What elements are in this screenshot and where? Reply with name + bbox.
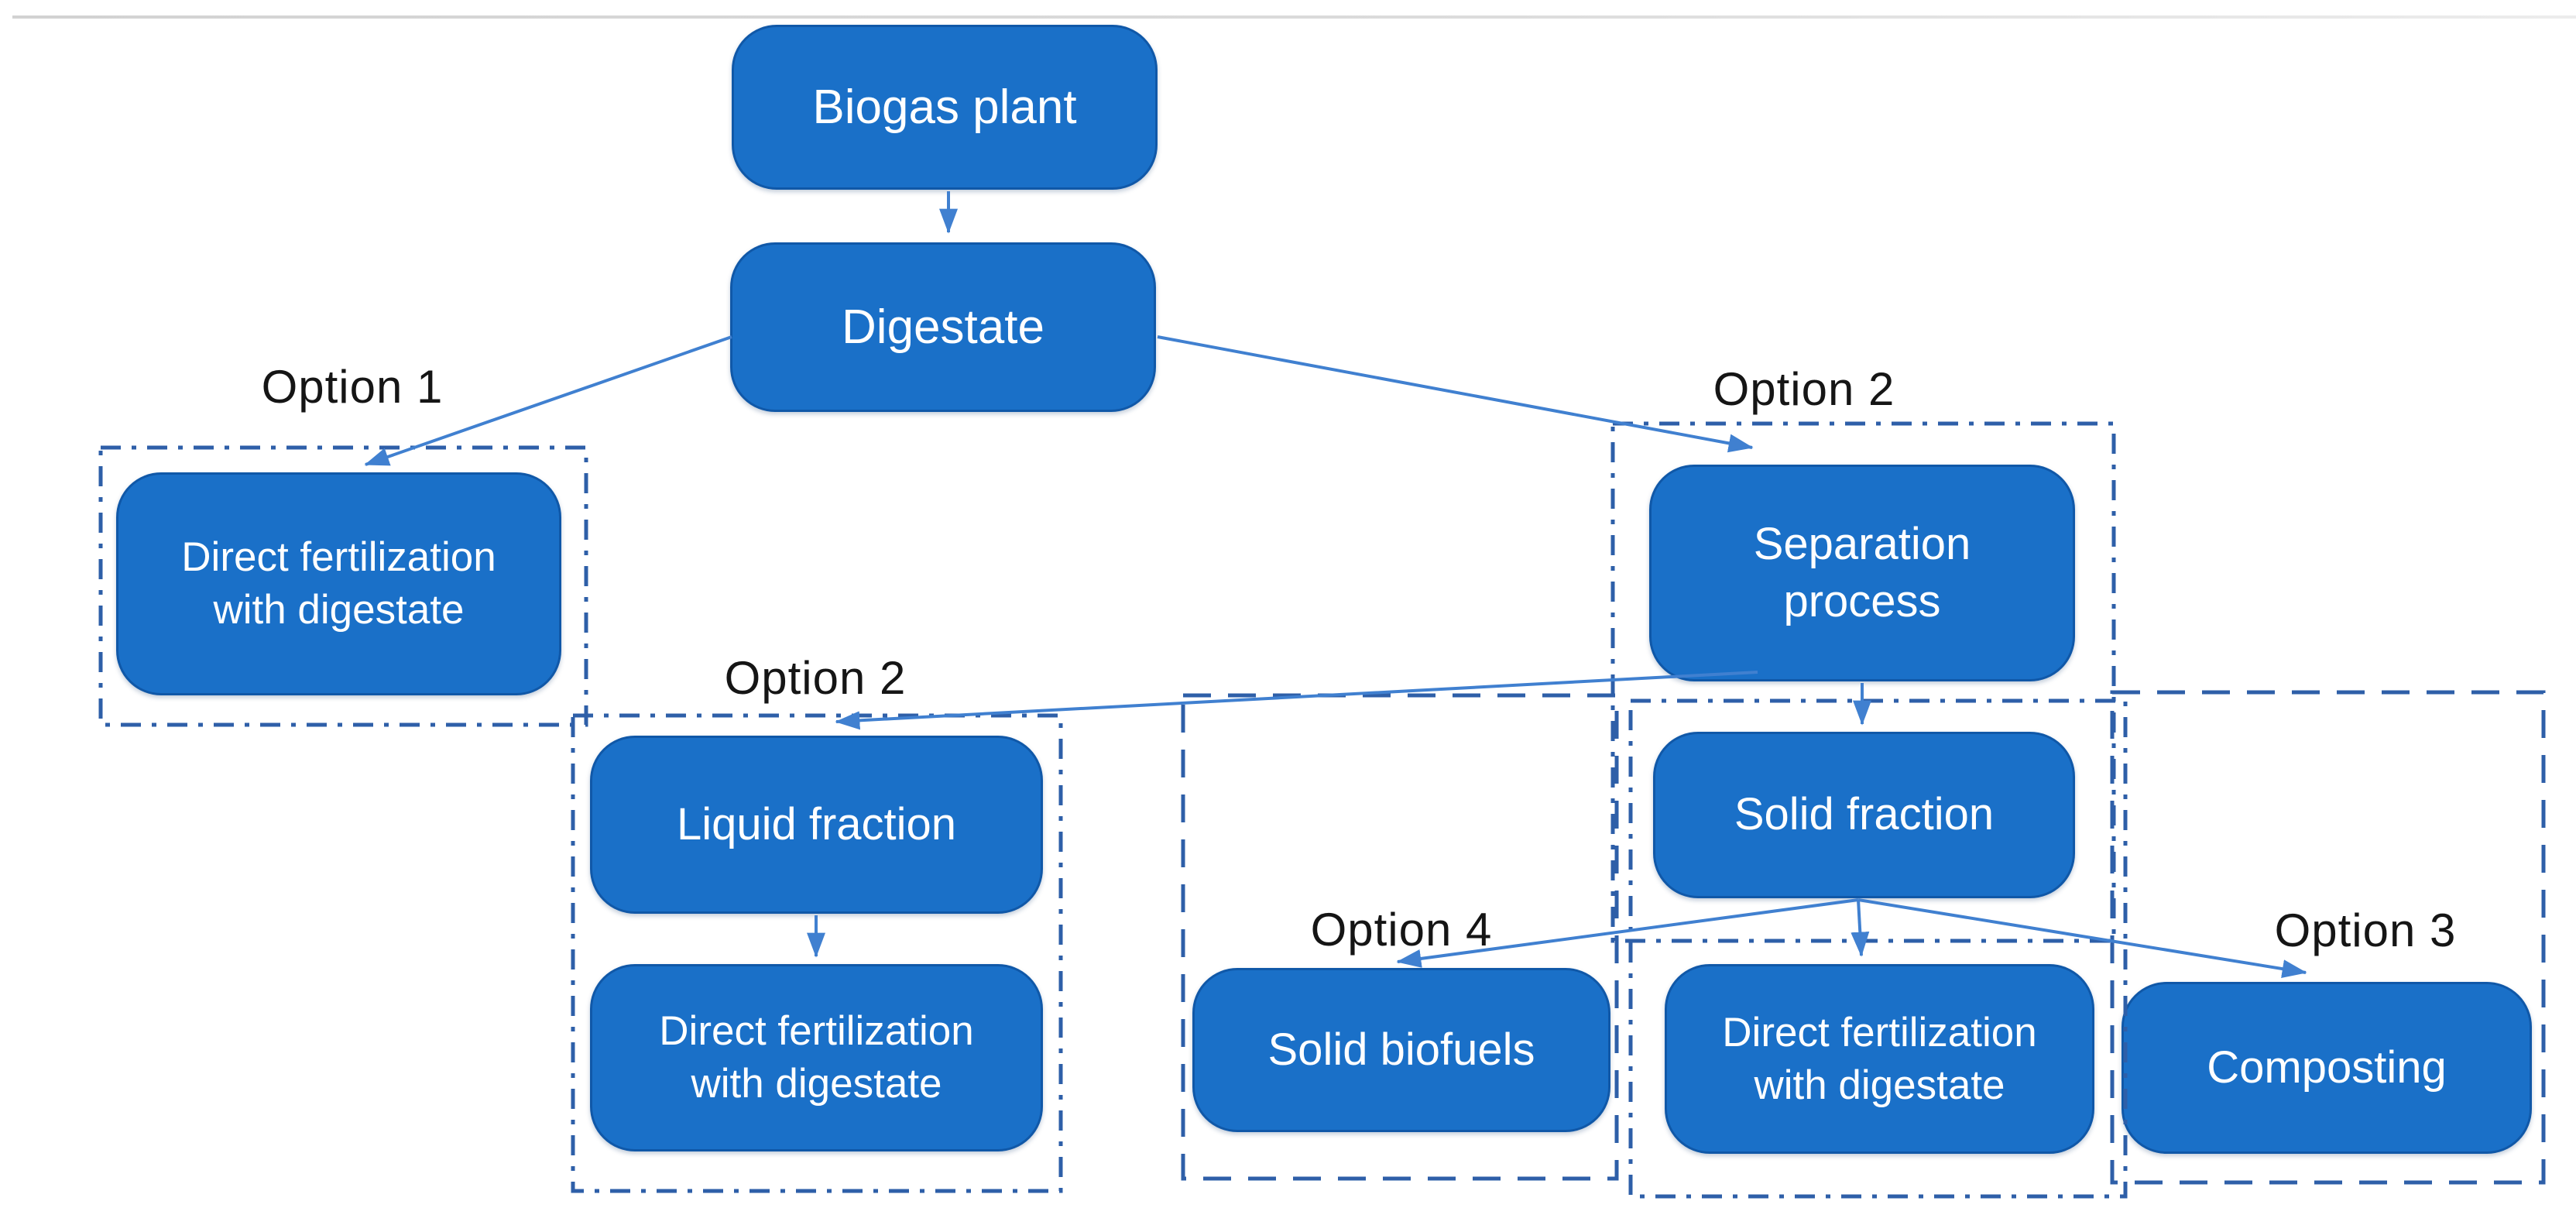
node-direct-fertilization-solid-label: Direct fertilization with digestate	[1722, 1009, 2037, 1108]
node-separation-process: Separation process	[1649, 465, 2075, 681]
node-composting-label: Composting	[2207, 1042, 2447, 1093]
node-digestate-label: Digestate	[842, 300, 1044, 354]
label-option4: Option 4	[1310, 903, 1493, 956]
node-direct-fertilization-option1: Direct fertilization with digestate	[116, 472, 561, 695]
node-solid-fraction-label: Solid fraction	[1734, 789, 1995, 840]
node-solid-fraction: Solid fraction	[1653, 732, 2075, 898]
node-direct-fertilization-liquid-label: Direct fertilization with digestate	[659, 1008, 974, 1107]
arrow-digestate-to-separation	[1157, 335, 1754, 453]
node-solid-biofuels-label: Solid biofuels	[1267, 1024, 1535, 1075]
node-direct-fertilization-liquid: Direct fertilization with digestate	[590, 964, 1043, 1151]
node-biogas-plant: Biogas plant	[732, 25, 1158, 190]
node-digestate: Digestate	[730, 242, 1156, 412]
label-option1: Option 1	[261, 360, 444, 413]
node-direct-fertilization-solid: Direct fertilization with digestate	[1665, 964, 2094, 1154]
node-liquid-fraction-label: Liquid fraction	[676, 798, 957, 849]
arrow-solid-to-direct-fertilization	[1851, 899, 1870, 957]
node-separation-process-label: Separation process	[1753, 518, 1971, 626]
label-option3: Option 3	[2274, 904, 2457, 956]
arrow-solid-to-composting	[1857, 898, 2307, 978]
label-option2-separation: Option 2	[1713, 362, 1895, 415]
arrow-separation-to-liquid-fraction	[835, 671, 1758, 730]
top-divider-line	[12, 15, 2576, 19]
node-composting: Composting	[2122, 982, 2532, 1154]
label-option2-liquid: Option 2	[724, 651, 907, 704]
node-biogas-plant-label: Biogas plant	[812, 80, 1077, 134]
node-solid-biofuels: Solid biofuels	[1192, 968, 1610, 1132]
node-liquid-fraction: Liquid fraction	[590, 736, 1043, 914]
node-direct-fertilization-option1-label: Direct fertilization with digestate	[181, 534, 496, 633]
